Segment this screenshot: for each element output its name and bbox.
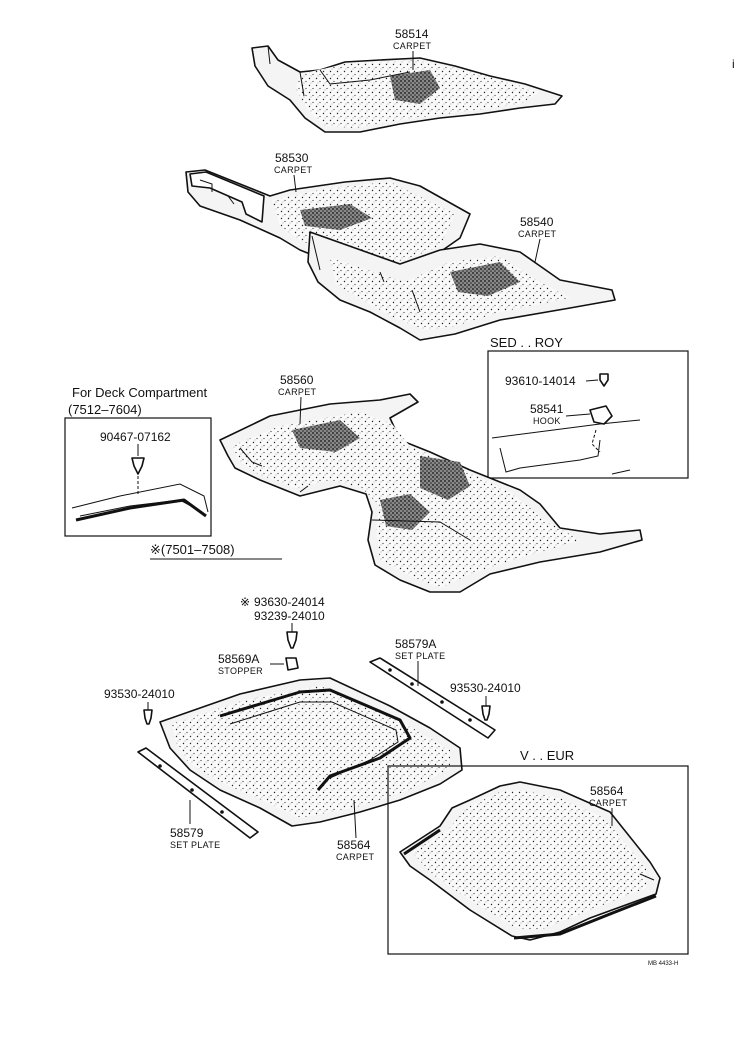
label-58540: 58540 CARPET	[518, 215, 557, 263]
part-number: 58530	[275, 151, 309, 165]
part-number-90467: 90467-07162	[100, 430, 171, 444]
bolt-shape	[143, 709, 153, 725]
inset-title: V . . EUR	[520, 748, 574, 763]
inset-v-eur: V . . EUR	[387, 748, 689, 955]
part-name: CARPET	[393, 41, 432, 51]
label-58564-center: 58564 CARPET	[336, 799, 375, 862]
part-58514-carpet	[251, 45, 563, 133]
inset-title: SED . . ROY	[490, 335, 563, 350]
part-name: SET PLATE	[170, 840, 220, 850]
inset-note: ※(7501–7508)	[150, 542, 235, 557]
part-number: 93530-24010	[450, 681, 521, 695]
inset-title: For Deck Compartment	[72, 385, 207, 400]
label-58541: 58541 HOOK	[530, 402, 591, 426]
part-name: CARPET	[336, 852, 375, 862]
label-93610: 93610-14014	[505, 374, 599, 388]
drawing-code: MB 4433-H	[648, 961, 678, 967]
bolt-93630	[286, 623, 298, 649]
inset-frame	[487, 350, 689, 479]
part-58564-carpet-center	[159, 677, 463, 827]
label-93530-left: 93530-24010	[104, 687, 175, 725]
label-93239: 93239-24010	[254, 609, 325, 623]
screw-93610-shape	[599, 373, 609, 387]
part-number: 93530-24010	[104, 687, 175, 701]
label-58579: 58579 SET PLATE	[170, 800, 220, 850]
part-number: 58560	[280, 373, 314, 387]
hook-58541-shape	[589, 405, 613, 425]
part-name: STOPPER	[218, 666, 263, 676]
inset-sed-roy: SED . . ROY	[487, 335, 689, 479]
part-58540-carpet	[307, 231, 616, 341]
label-58579A: 58579A SET PLATE	[395, 637, 445, 686]
part-mark: ※	[240, 595, 250, 609]
part-number: 93239-24010	[254, 609, 325, 623]
part-number: 58564	[337, 838, 371, 852]
part-name: CARPET	[274, 165, 313, 175]
inset-deck-compartment: For Deck Compartment (7512–7604) 90467-0…	[64, 385, 282, 560]
label-58530: 58530 CARPET	[274, 151, 313, 193]
label-58564-inset: 58564 CARPET	[589, 784, 628, 826]
part-58579A-set-plate	[369, 657, 496, 739]
stopper-shape	[285, 657, 299, 671]
part-number: 93610-14014	[505, 374, 576, 388]
part-58579-set-plate	[137, 747, 259, 839]
label-58560: 58560 CARPET	[278, 373, 317, 425]
inset-frame	[387, 765, 689, 955]
part-name: CARPET	[518, 229, 557, 239]
clip-90467-shape	[131, 457, 145, 475]
part-number: 58541	[530, 402, 564, 416]
inset-range: (7512–7604)	[68, 402, 142, 417]
part-58560-carpet	[219, 393, 643, 593]
part-name: HOOK	[533, 416, 561, 426]
part-number: 58540	[520, 215, 554, 229]
label-93630: ※ 93630-24014	[240, 595, 325, 609]
margin-mark: i	[732, 57, 735, 71]
part-name: CARPET	[589, 798, 628, 808]
label-93530-right: 93530-24010	[450, 681, 521, 721]
part-name: CARPET	[278, 387, 317, 397]
part-number: 58514	[395, 27, 429, 41]
label-58514: 58514 CARPET	[393, 27, 432, 70]
part-name: SET PLATE	[395, 651, 445, 661]
part-number: 93630-24014	[254, 595, 325, 609]
part-number: 58564	[590, 784, 624, 798]
part-number: 58569A	[218, 652, 259, 666]
bolt-shape	[481, 705, 491, 721]
label-58569A: 58569A STOPPER	[218, 652, 299, 676]
part-number: 58579	[170, 826, 204, 840]
inset-frame	[64, 417, 212, 537]
part-number: 58579A	[395, 637, 436, 651]
